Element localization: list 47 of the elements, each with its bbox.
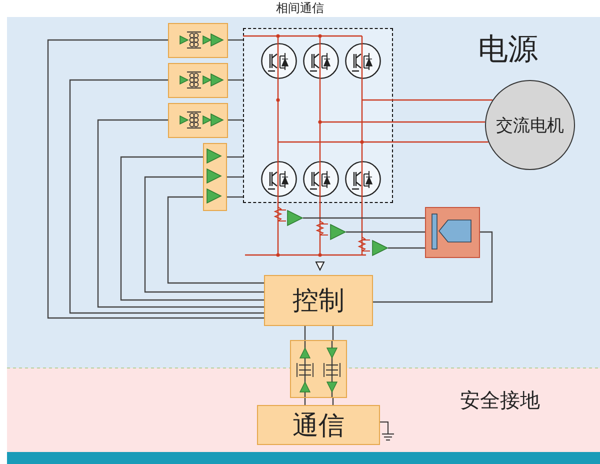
- region-label: 安全接地: [460, 388, 540, 412]
- connector-line: [304, 398, 306, 405]
- connector-line: [228, 119, 243, 121]
- connector-line: [304, 326, 306, 340]
- connector-line: [393, 99, 493, 101]
- region-label: 电源: [478, 33, 538, 67]
- connector-line: [227, 176, 243, 178]
- connector-line: [144, 176, 264, 293]
- connector-line: [388, 247, 425, 249]
- driver-box: [203, 143, 227, 211]
- connector-line: [228, 39, 243, 41]
- connector-line: [227, 156, 243, 158]
- connector-line: [97, 119, 264, 308]
- adc-box: [425, 207, 480, 258]
- amplifier-symbol: [330, 224, 346, 240]
- connector-line: [373, 231, 493, 303]
- inverter-box: [243, 28, 393, 203]
- ground-region: [7, 368, 600, 452]
- heading-text: 相间通信: [275, 1, 325, 15]
- transistor-symbol: [345, 161, 381, 197]
- transistor-symbol: [303, 43, 339, 79]
- isolated-driver-box: [168, 23, 228, 58]
- connector-line: [69, 79, 264, 314]
- connector-line: [332, 326, 334, 340]
- connector-line: [227, 196, 243, 198]
- motor-circle: 交流电机: [485, 80, 575, 170]
- transistor-symbol: [303, 161, 339, 197]
- connector-line: [47, 39, 264, 319]
- power-region: [7, 17, 600, 368]
- isolator-box: [290, 340, 347, 398]
- connector-line: [393, 141, 488, 143]
- connector-line: [393, 121, 486, 123]
- communication-box: 通信: [257, 405, 380, 445]
- connector-line: [228, 79, 243, 81]
- connector-line: [332, 398, 334, 405]
- isolated-driver-box: [168, 63, 228, 98]
- isolated-driver-box: [168, 103, 228, 138]
- connector-line: [120, 156, 264, 301]
- amplifier-symbol: [372, 240, 388, 256]
- control-box: 控制: [264, 275, 373, 326]
- transistor-symbol: [261, 161, 297, 197]
- transistor-symbol: [345, 43, 381, 79]
- amplifier-symbol: [287, 210, 303, 226]
- transistor-symbol: [261, 43, 297, 79]
- connector-line: [303, 217, 425, 219]
- connector-line: [167, 196, 264, 284]
- connector-line: [346, 231, 425, 233]
